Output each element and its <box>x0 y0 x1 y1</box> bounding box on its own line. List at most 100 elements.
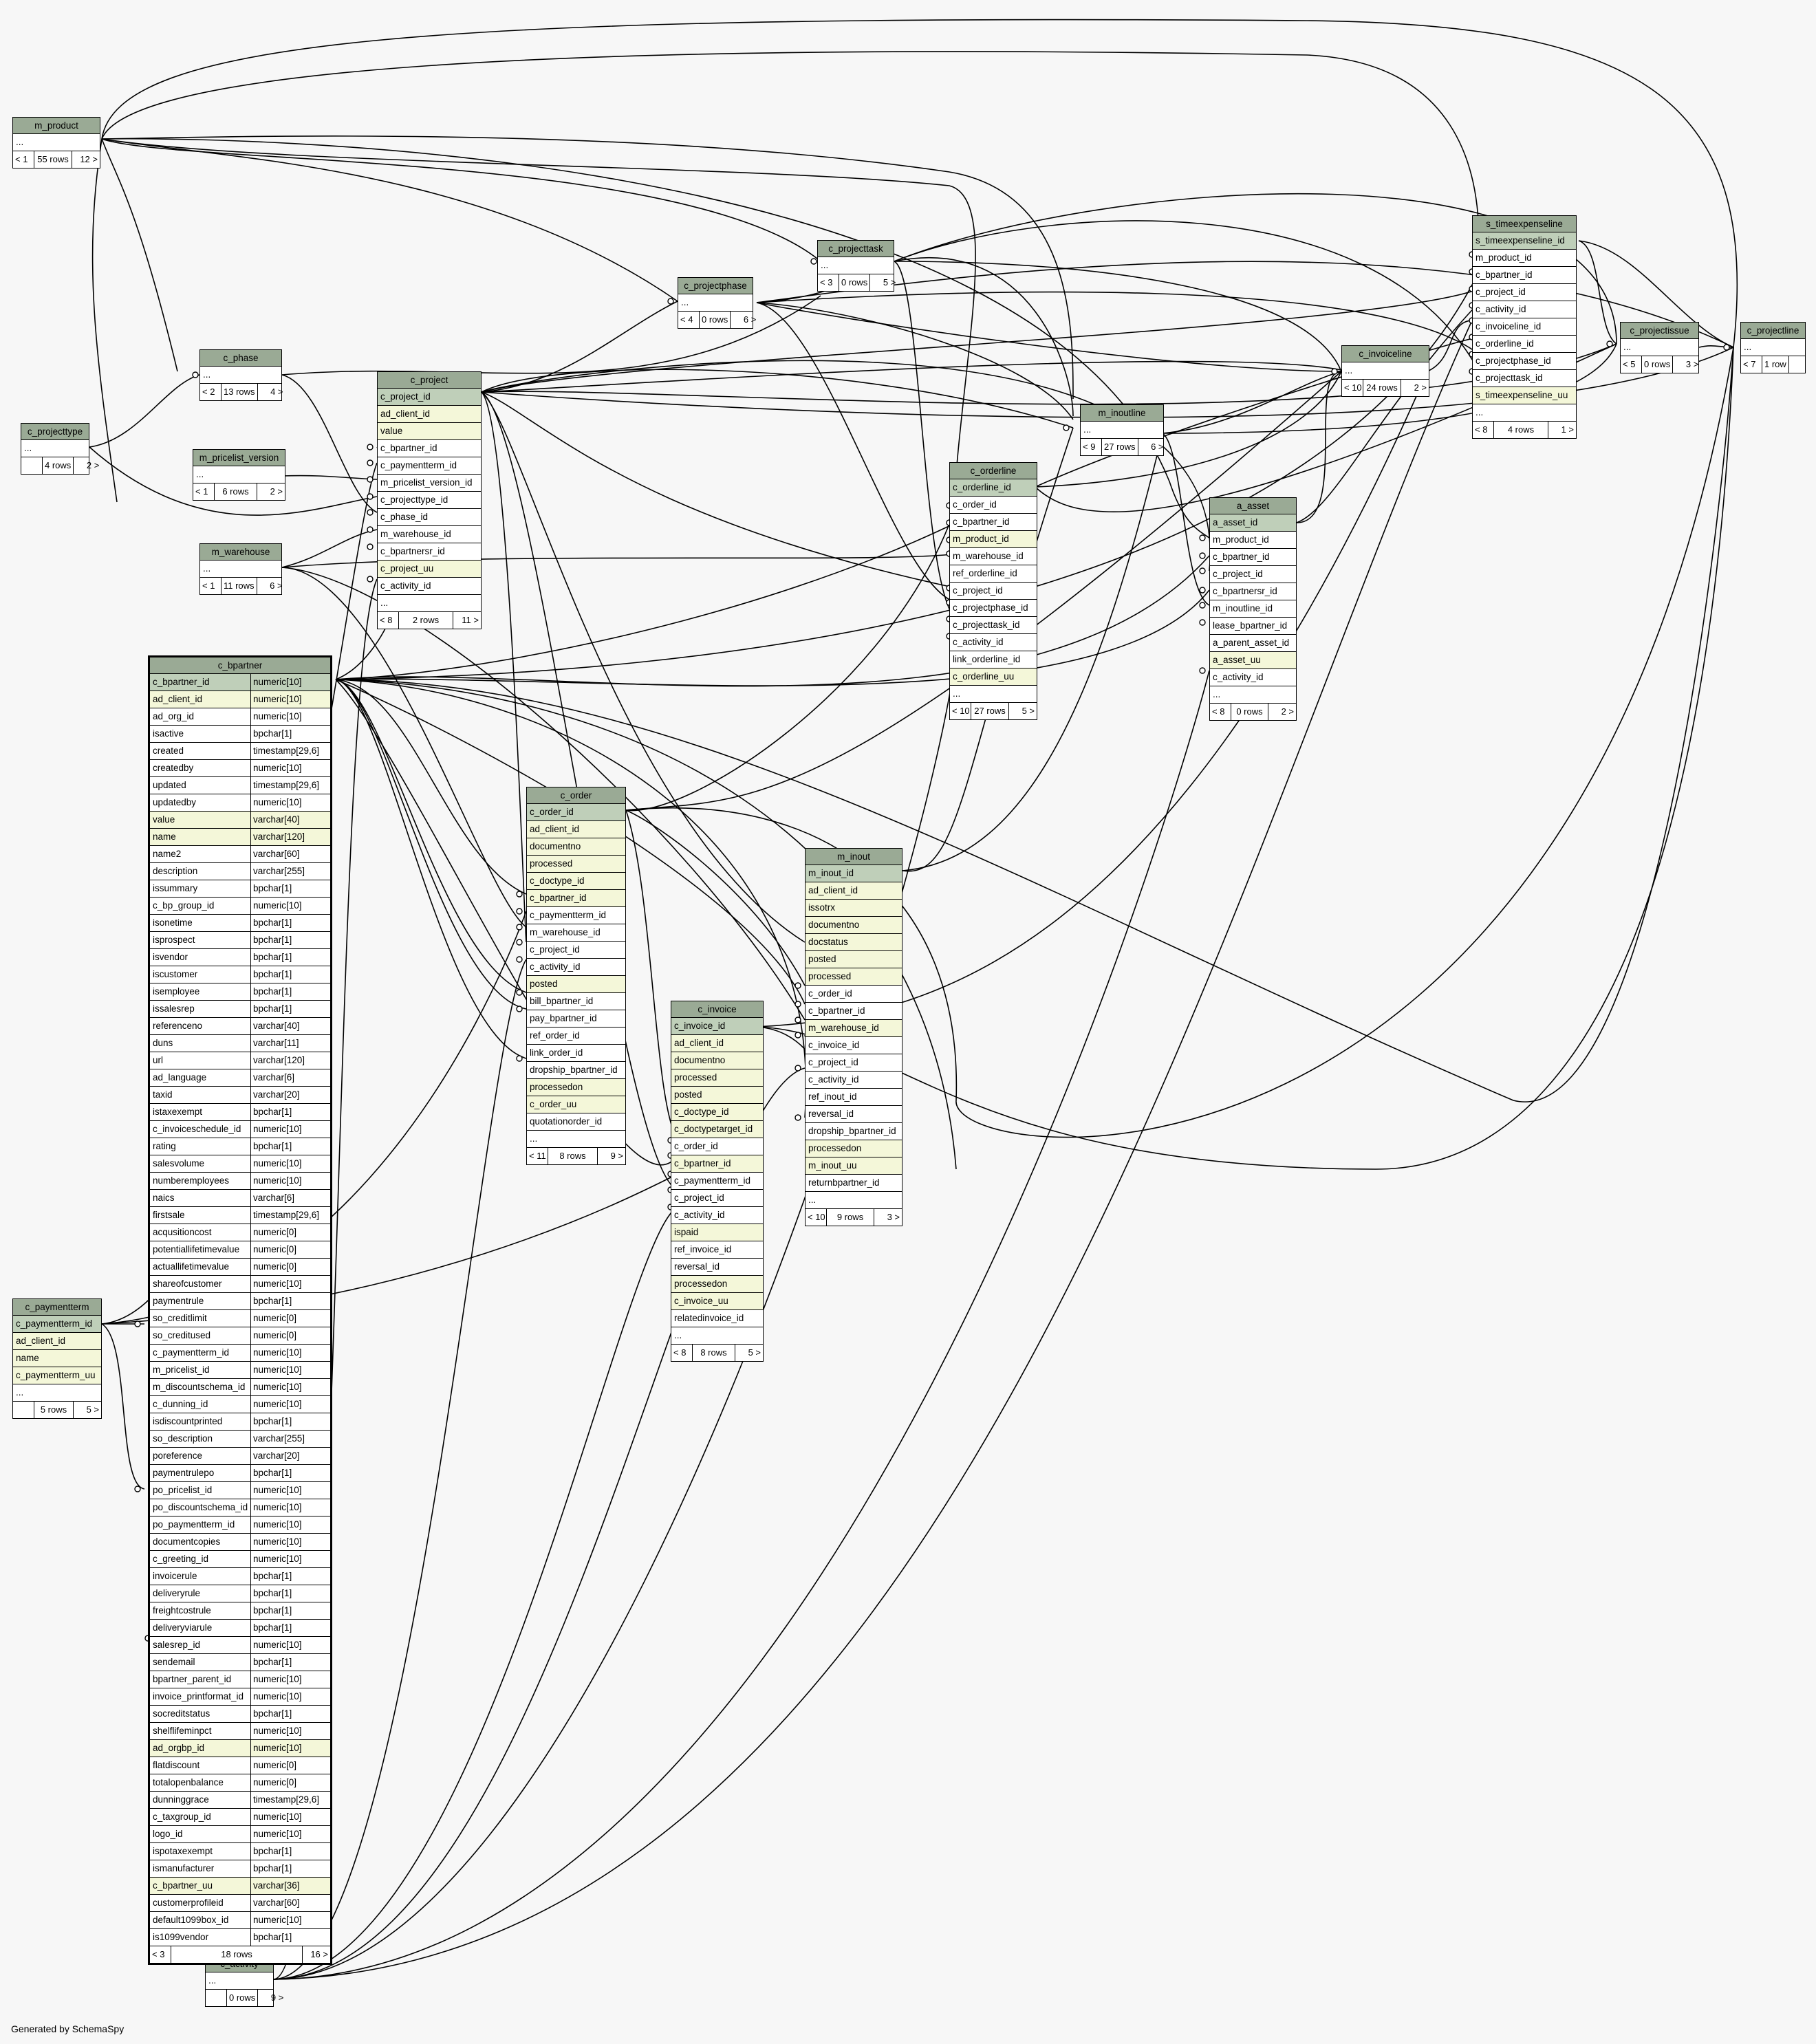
children-count[interactable]: 2 > <box>1414 382 1427 393</box>
children-count[interactable]: 16 > <box>310 1949 328 1959</box>
parents-count[interactable]: < 3 <box>818 274 839 291</box>
children-count[interactable]: 9 > <box>270 1992 284 2003</box>
parents-count[interactable]: < 5 <box>1621 356 1642 373</box>
column-row: c_activity_id <box>806 1072 902 1089</box>
parents-count[interactable]: < 10 <box>806 1209 827 1226</box>
children-count[interactable] <box>1789 356 1816 373</box>
column-row: m_inout_uu <box>806 1157 902 1175</box>
children-count[interactable]: 3 > <box>887 1212 900 1222</box>
column-name: c_invoice_id <box>674 1021 726 1031</box>
column-name: c_orderline_uu <box>953 671 1015 682</box>
column-type: numeric[0] <box>250 1259 330 1275</box>
column-row: ... <box>818 257 894 274</box>
column-row: c_projectphase_id <box>950 600 1037 617</box>
children-count[interactable]: 6 > <box>1151 442 1164 452</box>
column-name: m_inout_uu <box>808 1160 857 1171</box>
parents-count[interactable]: < 9 <box>1081 439 1102 455</box>
parents-count[interactable]: < 8 <box>378 612 399 629</box>
column-row: s_timeexpenseline_uu <box>1473 387 1576 404</box>
children-count[interactable]: 1 > <box>1561 424 1574 435</box>
children-count[interactable]: 2 > <box>270 486 283 497</box>
column-name: url <box>153 1055 164 1065</box>
parents-count[interactable] <box>206 1990 227 2006</box>
children-count[interactable]: 11 > <box>462 615 479 625</box>
children-count[interactable]: 5 > <box>1022 706 1035 716</box>
parents-count[interactable]: < 1 <box>200 578 221 594</box>
parents-count[interactable]: < 10 <box>950 703 971 719</box>
children-count[interactable]: 3 > <box>1685 359 1699 369</box>
column-row: m_pricelist_version_id <box>378 475 481 492</box>
children-count[interactable]: 12 > <box>80 154 98 164</box>
column-row: ... <box>806 1192 902 1209</box>
column-name: created <box>153 746 184 756</box>
column-type: numeric[10] <box>250 1809 330 1825</box>
parents-count[interactable]: < 11 <box>527 1148 548 1164</box>
column-name: c_projecttask_id <box>953 620 1020 630</box>
column-type: timestamp[29,6] <box>250 777 330 794</box>
parents-count[interactable]: < 10 <box>1342 380 1363 396</box>
children-count[interactable]: 5 > <box>86 1404 99 1415</box>
children-count[interactable]: 2 > <box>1281 706 1294 717</box>
column-type: numeric[10] <box>250 1516 330 1533</box>
column-name: bill_bpartner_id <box>530 996 594 1006</box>
parents-count[interactable]: < 7 <box>1741 356 1762 373</box>
children-count[interactable]: 9 > <box>610 1151 623 1161</box>
parents-count[interactable]: < 3 <box>150 1946 171 1963</box>
column-name: c_paymentterm_id <box>530 910 607 920</box>
parents-count[interactable] <box>21 457 43 474</box>
column-row: reversal_id <box>806 1106 902 1123</box>
column-row: ... <box>950 686 1037 703</box>
parents-count[interactable]: < 8 <box>1210 704 1231 720</box>
parents-count[interactable]: < 4 <box>678 312 700 328</box>
parents-count[interactable]: < 8 <box>671 1345 693 1361</box>
parents-count[interactable]: < 1 <box>13 151 34 168</box>
children-count[interactable]: 6 > <box>743 314 757 325</box>
column-type: varchar[60] <box>250 1895 330 1911</box>
column-name: potentiallifetimevalue <box>153 1244 240 1254</box>
column-name: ... <box>821 260 829 270</box>
children-count[interactable]: 2 > <box>86 460 100 470</box>
children-count[interactable]: 5 > <box>883 277 896 287</box>
parents-count[interactable]: < 8 <box>1473 422 1494 438</box>
column-name: dropship_bpartner_id <box>808 1126 896 1136</box>
column-name: c_doctype_id <box>674 1107 729 1117</box>
column-name: c_bpartner_uu <box>153 1880 213 1891</box>
children-count[interactable]: 6 > <box>270 580 283 591</box>
children-count[interactable]: 5 > <box>748 1347 761 1358</box>
column-name: link_orderline_id <box>953 654 1021 664</box>
children-count[interactable]: 4 > <box>270 387 283 397</box>
parents-count[interactable]: < 1 <box>193 483 215 500</box>
parents-count[interactable] <box>13 1402 34 1418</box>
column-name: c_projectphase_id <box>1476 356 1551 366</box>
column-name: documentcopies <box>153 1536 221 1547</box>
parents-count[interactable]: < 2 <box>200 384 221 400</box>
